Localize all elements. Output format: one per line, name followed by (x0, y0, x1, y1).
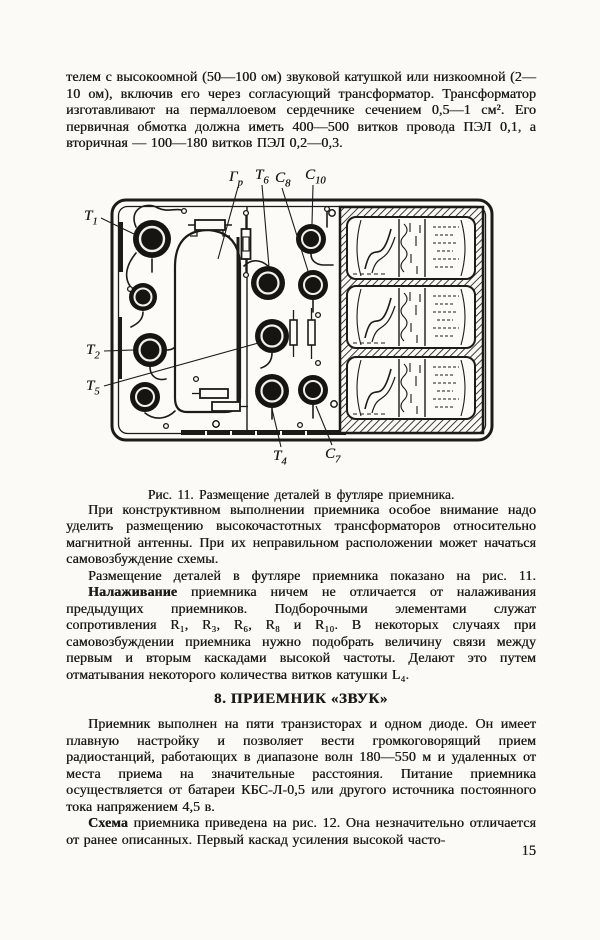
page-content: телем с высокоомной (50—100 ом) звуковой… (66, 70, 536, 849)
battery (346, 284, 476, 349)
paragraph-transformer-winding: телем с высокоомной (50—100 ом) звуковой… (66, 70, 536, 151)
receiver-case-illustration (100, 184, 494, 447)
leader-lines (100, 184, 333, 447)
page-number: 15 (521, 843, 537, 859)
resistors (188, 214, 316, 412)
transformer-t5 (255, 318, 289, 353)
transformer-bottom-left (130, 381, 160, 412)
figure-label-t5: Т5 (86, 377, 100, 397)
transformer-small (129, 282, 157, 311)
figure-label-t6: Т6 (255, 166, 269, 186)
capacitor-c8 (298, 269, 328, 300)
capacitor-c7 (298, 374, 328, 405)
transformer-t1 (133, 219, 171, 258)
lead-word-shema: Схема (88, 816, 128, 831)
speaker-shape (173, 228, 242, 413)
lead-word-nalazhivanie: Налаживание (88, 585, 178, 600)
figure-label-gr: Гр (229, 168, 243, 188)
figure-11: Гр Т6 С8 С10 Т1 Т2 Т5 Т4 С7 (66, 167, 536, 482)
transformer-t2 (133, 332, 167, 367)
paragraph-receiver-description: Приемник выполнен на пяти транзисторах и… (66, 717, 536, 815)
battery (346, 215, 476, 280)
paragraph-schematic-ref: Схема приемника приведена на рис. 12. Он… (66, 816, 536, 849)
paragraph-adjustment: Налаживание приемника ничем не отличаетс… (66, 585, 536, 684)
figure-label-c10: С10 (305, 166, 326, 186)
paragraph-construction-note: При конструктивном выполнении приемника … (66, 502, 536, 568)
terminals-and-holes (126, 205, 338, 429)
figure-label-t2: Т2 (86, 341, 100, 361)
battery-compartment (338, 205, 485, 434)
paragraph-placement-ref: Размещение деталей в футляре приемника п… (88, 568, 536, 584)
figure-caption: Рис. 11. Размещение деталей в футляре пр… (147, 486, 455, 502)
figure-label-t1: Т1 (84, 207, 98, 227)
figure-label-c7: С7 (325, 445, 341, 465)
paragraph-schematic-rest: приемника приведена на рис. 12. Она незн… (66, 816, 536, 848)
transformer-t6 (251, 265, 285, 300)
transformer-t4 (255, 373, 289, 408)
paragraph-adjustment-rest: приемника ничем не отличается от налажив… (66, 585, 536, 683)
capacitor-c10 (296, 223, 326, 254)
section-heading: 8. ПРИЕМНИК «ЗВУК» (213, 691, 388, 707)
figure-label-c8: С8 (275, 169, 291, 189)
battery (346, 355, 476, 420)
figure-label-t4: Т4 (273, 447, 287, 467)
component-circles (129, 219, 328, 412)
